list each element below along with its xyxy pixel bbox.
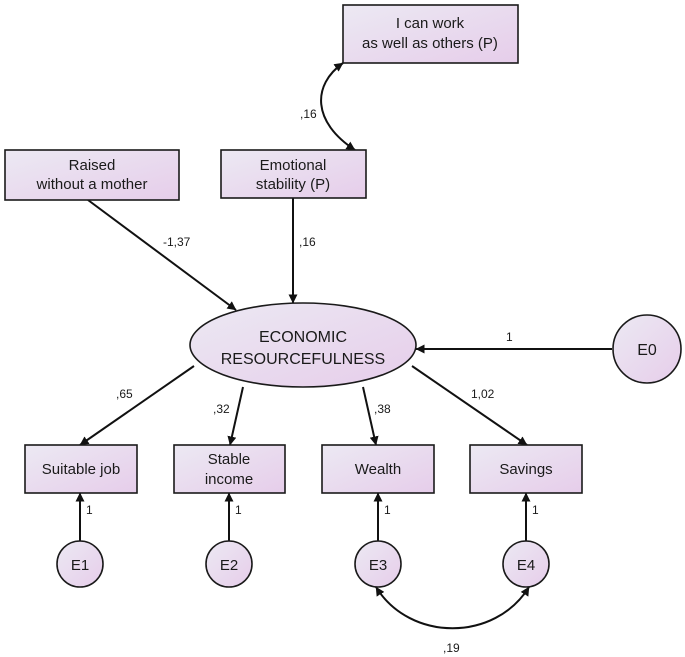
coef-e3-to-wealth: 1 bbox=[384, 503, 391, 517]
circle-e4-label: E4 bbox=[517, 557, 535, 574]
box-work-as-others: I can work as well as others (P) bbox=[342, 4, 519, 64]
coef-economic-to-suitable-job: ,65 bbox=[116, 387, 133, 401]
box-suitable-job-label: Suitable job bbox=[42, 461, 120, 478]
circle-e1: E1 bbox=[56, 540, 104, 588]
box-raised-line2: without a mother bbox=[36, 176, 148, 193]
coef-emotional-to-economic: ,16 bbox=[299, 235, 316, 249]
box-wealth-label: Wealth bbox=[355, 461, 401, 478]
box-savings-label: Savings bbox=[499, 461, 552, 478]
circle-e2-label: E2 bbox=[220, 557, 238, 574]
box-wealth: Wealth bbox=[321, 444, 435, 494]
circle-e0: E0 bbox=[612, 314, 682, 384]
path-economic-to-wealth bbox=[362, 386, 379, 446]
coef-e0-to-economic: 1 bbox=[506, 330, 513, 344]
box-emotional-line2: stability (P) bbox=[256, 176, 330, 193]
path-economic-to-stable-income bbox=[227, 386, 244, 446]
covariance-work-emotional bbox=[320, 62, 356, 151]
coef-raised-to-economic: -1,37 bbox=[163, 235, 191, 249]
coef-work-emotional: ,16 bbox=[300, 107, 317, 121]
box-raised-line1: Raised bbox=[69, 157, 116, 174]
box-raised-without-mother: Raised without a mother bbox=[4, 149, 180, 201]
box-savings: Savings bbox=[469, 444, 583, 494]
circle-e4: E4 bbox=[502, 540, 550, 588]
coef-e3-e4: ,19 bbox=[443, 641, 460, 655]
coef-economic-to-stable-income: ,32 bbox=[213, 402, 230, 416]
coef-economic-to-wealth: ,38 bbox=[374, 402, 391, 416]
box-work-as-others-line2: as well as others (P) bbox=[362, 35, 498, 52]
path-raised-to-economic bbox=[87, 199, 237, 311]
box-stable-income-line2: income bbox=[205, 471, 253, 488]
ellipse-economic-resourcefulness: ECONOMIC RESOURCEFULNESS bbox=[189, 302, 417, 388]
coef-e4-to-savings: 1 bbox=[532, 503, 539, 517]
box-stable-income-line1: Stable bbox=[208, 451, 251, 468]
box-emotional-line1: Emotional bbox=[260, 157, 327, 174]
circle-e2: E2 bbox=[205, 540, 253, 588]
box-suitable-job: Suitable job bbox=[24, 444, 138, 494]
box-work-as-others-line1: I can work bbox=[396, 15, 465, 32]
coef-e1-to-suitable-job: 1 bbox=[86, 503, 93, 517]
box-emotional-stability: Emotional stability (P) bbox=[220, 149, 367, 199]
box-stable-income: Stable income bbox=[173, 444, 286, 494]
circle-e0-label: E0 bbox=[637, 342, 657, 359]
ellipse-economic-line2: RESOURCEFULNESS bbox=[221, 351, 385, 368]
coef-economic-to-savings: 1,02 bbox=[471, 387, 495, 401]
path-economic-to-savings bbox=[411, 365, 528, 446]
path-economic-to-suitable-job bbox=[79, 365, 195, 446]
circle-e3-label: E3 bbox=[369, 557, 387, 574]
circle-e3: E3 bbox=[354, 540, 402, 588]
circle-e1-label: E1 bbox=[71, 557, 89, 574]
coef-e2-to-stable-income: 1 bbox=[235, 503, 242, 517]
ellipse-economic-line1: ECONOMIC bbox=[259, 329, 347, 346]
covariance-e3-e4 bbox=[375, 586, 530, 630]
